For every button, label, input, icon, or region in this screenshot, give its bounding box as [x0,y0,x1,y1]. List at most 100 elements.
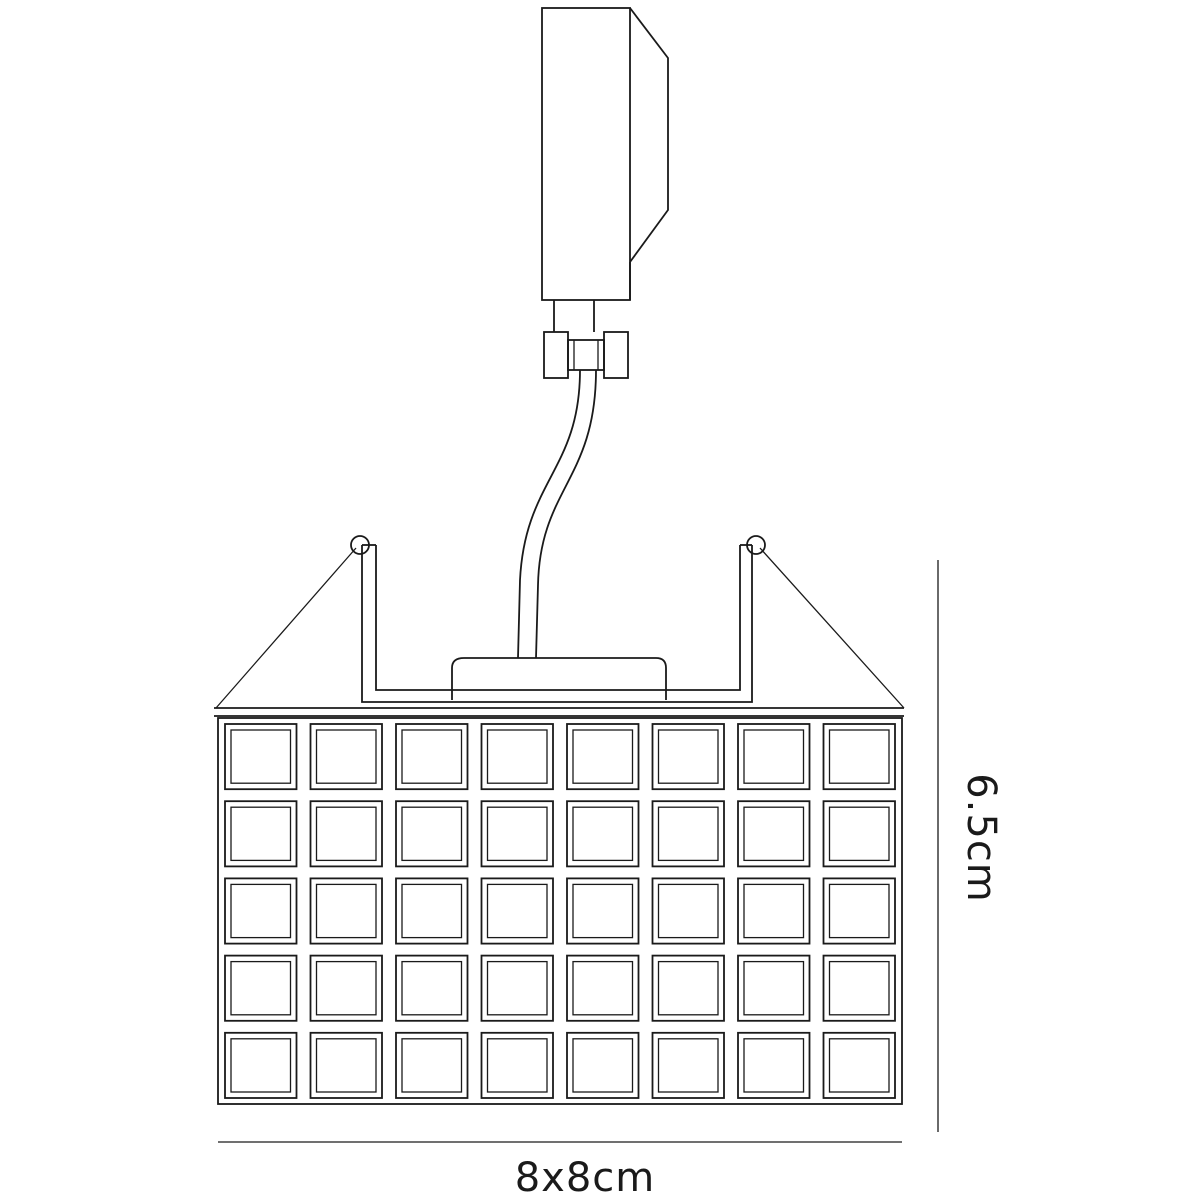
arm-edge-right [535,369,597,659]
crystal-tile-facet [572,1038,634,1093]
crystal-tile-facet [230,729,292,784]
crystal-tile [224,1031,298,1099]
crystal-tile-facet [743,1038,805,1093]
crystal-tile-facet [743,960,805,1016]
crystal-tile-facet [828,960,890,1016]
shade-top-edge [214,707,904,717]
crystal-tile [737,723,811,791]
crystal-tile [224,800,298,868]
crystal-tile-facet [315,729,377,784]
crystal-tile-facet [486,1038,548,1093]
crystal-tile [395,800,469,868]
width-label: 8x8cm [515,1155,656,1200]
bracket-outer [361,545,753,703]
crystal-tile-facet [486,960,548,1016]
crystal-tile-facet [657,883,719,939]
left-pivot [350,535,370,555]
crystal-tile-facet [401,729,463,784]
crystal-shade-grid [217,717,903,1105]
crystal-tile [480,723,554,791]
crystal-tile [224,723,298,791]
crystal-tile-facet [828,729,890,784]
suspension-wires [215,535,905,709]
crystal-tile-facet [572,806,634,862]
crystal-tile-facet [401,883,463,939]
connector-right-cap [603,331,629,379]
crystal-tile-facet [230,883,292,939]
crystal-tile [309,877,383,945]
bracket-inner [375,545,741,691]
crystal-tile [480,800,554,868]
crystal-tile-facet [743,729,805,784]
inner-bracket [361,544,753,703]
crystal-tile [566,954,640,1022]
crystal-tile-facet [743,806,805,862]
crystal-tile [566,1031,640,1099]
crystal-tile [737,877,811,945]
crystal-tile-facet [572,960,634,1016]
crystal-tile [480,877,554,945]
crystal-tile [737,954,811,1022]
crystal-tile [737,800,811,868]
crystal-tile [822,877,896,945]
crystal-tile [566,877,640,945]
crystal-tile [651,723,725,791]
track-adapter [541,7,669,301]
crystal-tile [822,1031,896,1099]
shade-frame [217,717,903,1105]
arm-edge-left [517,369,581,659]
crystal-tile-facet [401,960,463,1016]
crystal-tile [566,800,640,868]
crystal-tile-facet [572,729,634,784]
crystal-tile [309,800,383,868]
crystal-tile [480,954,554,1022]
crystal-tile [395,877,469,945]
crystal-tile [224,954,298,1022]
crystal-tile-facet [315,960,377,1016]
crystal-tile [566,723,640,791]
crystal-tile-facet [315,1038,377,1093]
crystal-tile-facet [315,806,377,862]
crystal-tile-facet [828,806,890,862]
crystal-tile [651,1031,725,1099]
crystal-tile-facet [486,729,548,784]
crystal-tile-facet [315,883,377,939]
crystal-tile-facet [401,1038,463,1093]
crystal-tile [651,954,725,1022]
right-pivot [746,535,766,555]
crystal-tile-facet [828,1038,890,1093]
crystal-tile [309,954,383,1022]
crystal-tile [651,877,725,945]
left-wire [215,547,357,709]
crystal-tile-facet [657,1038,719,1093]
connector-left-cap [543,331,569,379]
crystal-tile [224,877,298,945]
crystal-tile [395,1031,469,1099]
crystal-tile [822,723,896,791]
crystal-tile [309,1031,383,1099]
adapter-connector [543,300,629,379]
crystal-tile [737,1031,811,1099]
crystal-tile-facet [828,883,890,939]
crystal-tile-facet [230,806,292,862]
adapter-body [541,7,631,301]
crystal-tile-facet [572,883,634,939]
height-dimension: 6.5cm [937,560,1004,1132]
crystal-tile-facet [230,1038,292,1093]
crystal-tile-facet [657,806,719,862]
crystal-tile [395,723,469,791]
right-wire [759,547,905,709]
crystal-tile [822,800,896,868]
width-dimension: 8x8cm [218,1141,902,1200]
crystal-tile-facet [486,883,548,939]
crystal-tile-facet [486,806,548,862]
crystal-tile [480,1031,554,1099]
lamp-holder-cap [451,657,667,700]
adapter-side-face [629,7,669,263]
crystal-tile-facet [230,960,292,1016]
crystal-tile [651,800,725,868]
height-label: 6.5cm [958,773,1004,903]
flexible-arm [517,369,597,659]
